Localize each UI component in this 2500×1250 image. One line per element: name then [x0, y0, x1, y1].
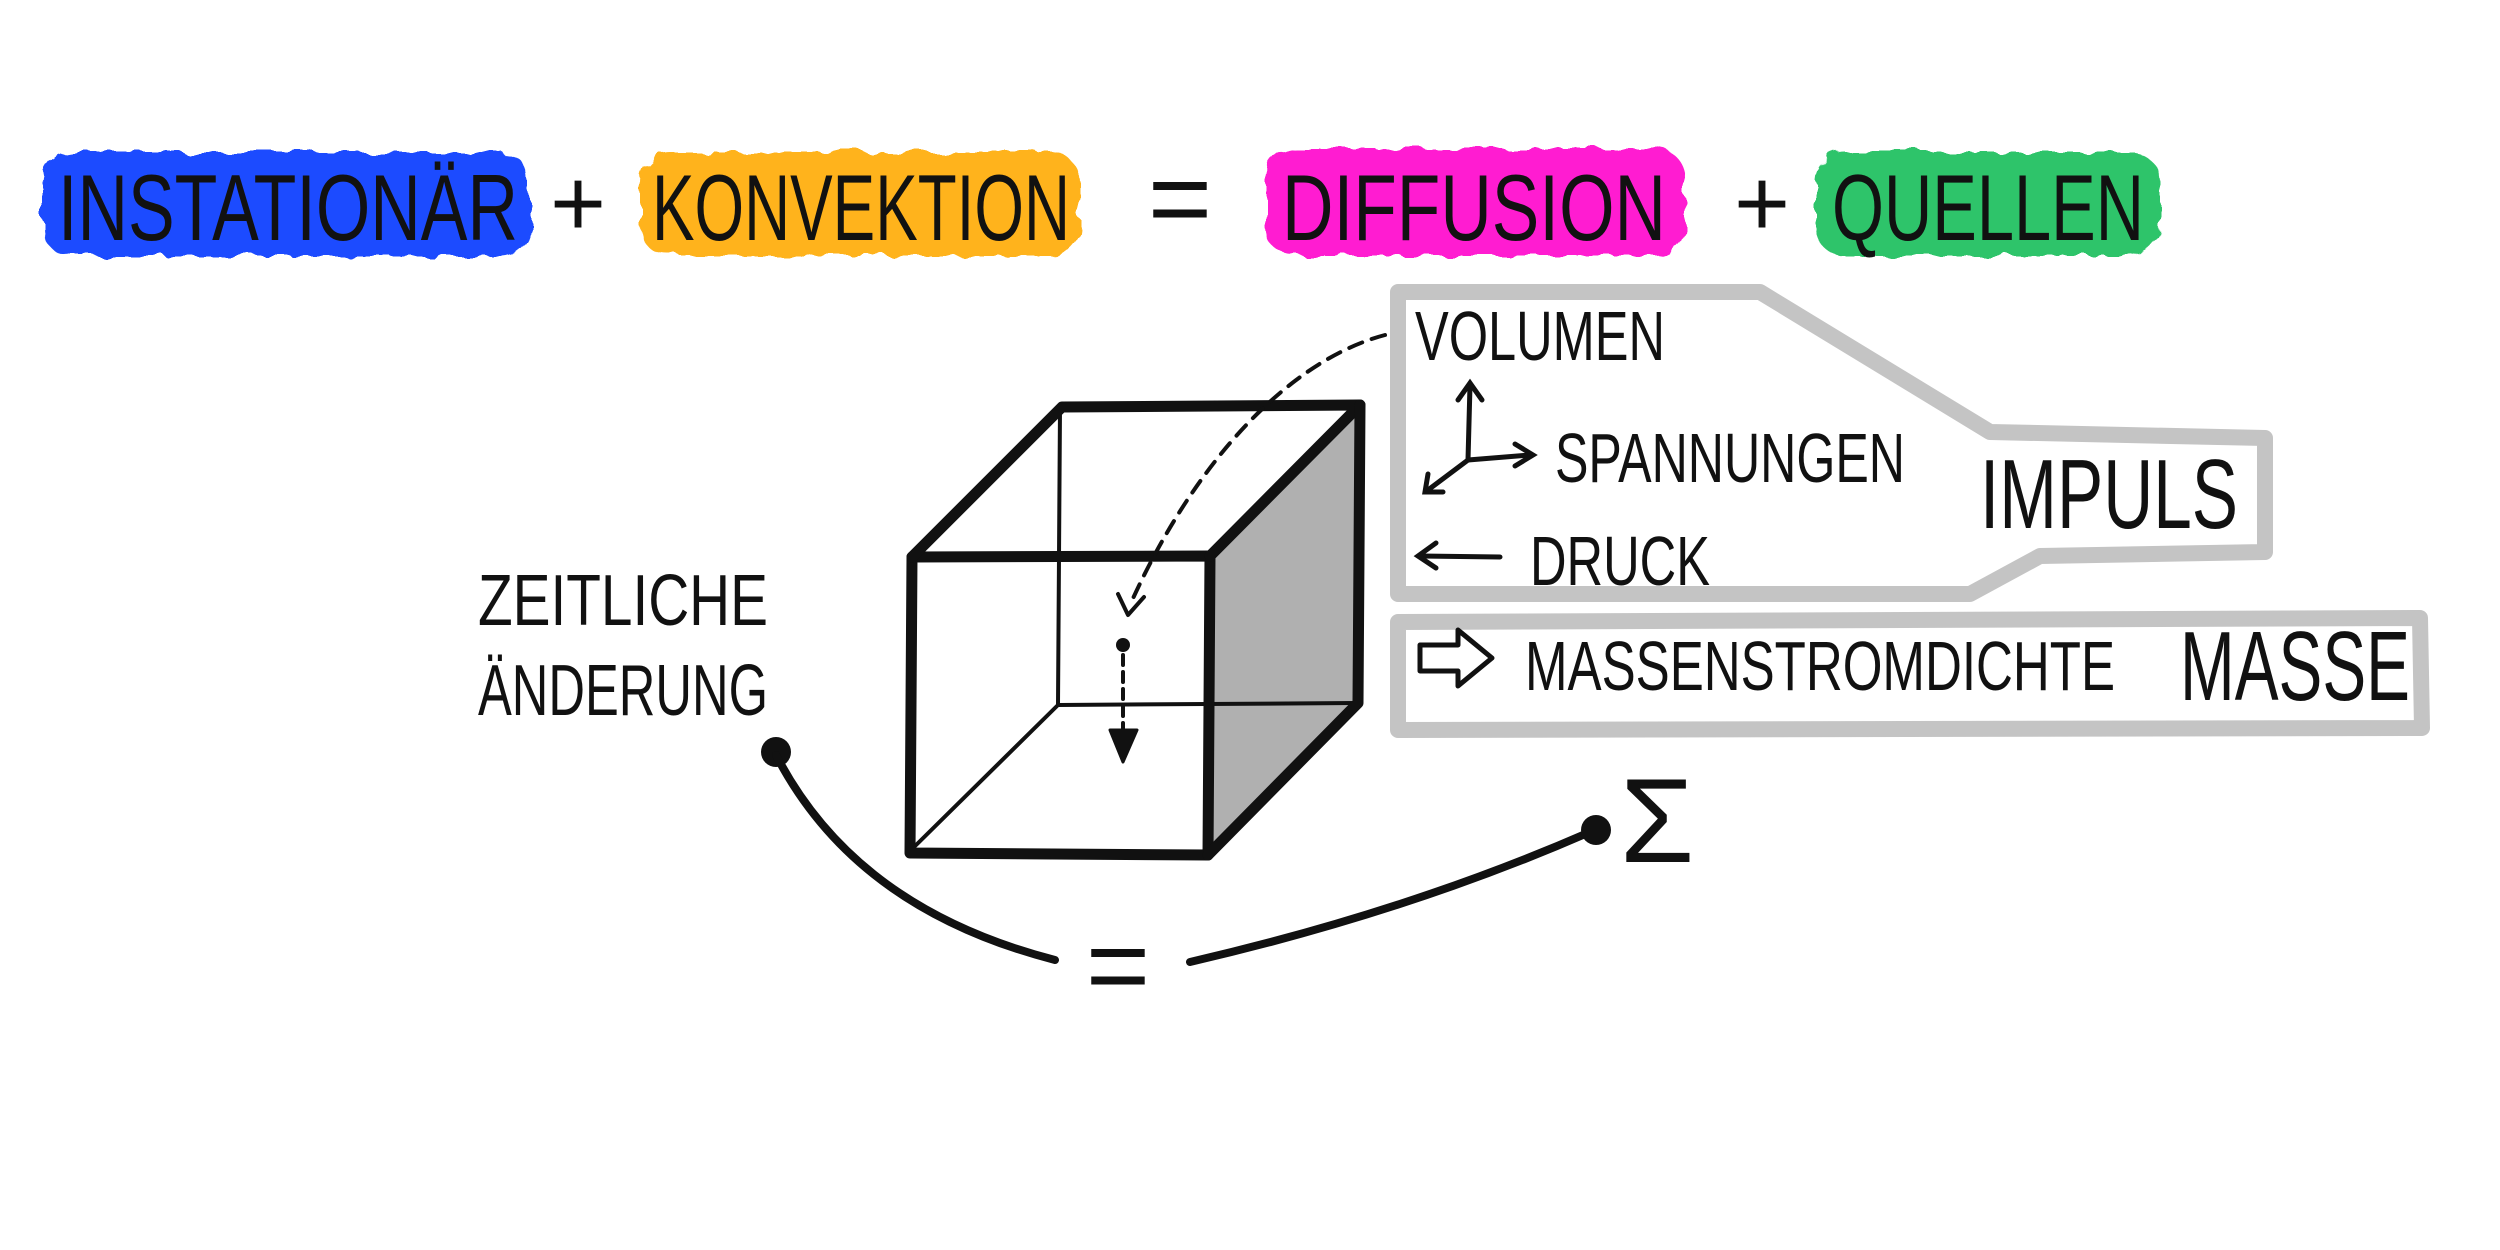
- hollow-arrow-icon: [1417, 627, 1495, 689]
- impulse-box: VOLUMEN SPANNUNGEN DRUCK IMPULS: [1390, 284, 2273, 602]
- term-quellen: QUELLEN: [1832, 155, 2144, 260]
- highlight-quellen: [1815, 152, 2160, 256]
- operator-plus-2: +: [1734, 150, 1790, 257]
- control-volume-cube: [904, 333, 1387, 861]
- operator-equals: =: [1148, 137, 1212, 260]
- term-instationaer: INSTATIONÄR: [58, 155, 518, 260]
- zeitliche-label: ZEITLICHE: [478, 561, 768, 641]
- dashed-curve-arrow: [1128, 333, 1387, 607]
- balance-relation: ZEITLICHE ÄNDERUNG = Σ: [478, 561, 1694, 1027]
- term-konvektion: KONVEKTION: [652, 155, 1070, 260]
- axes-icon: [1422, 378, 1538, 495]
- right-dot: [1581, 815, 1611, 845]
- right-connector: [1186, 828, 1594, 966]
- highlight-diffusion: [1265, 148, 1685, 256]
- impuls-title: IMPULS: [1980, 439, 2238, 549]
- mass-box: MASSENSTROMDICHTE MASSE: [1390, 610, 2430, 738]
- dashed-curve-arrowhead: [1116, 592, 1146, 617]
- balance-equals: =: [1086, 904, 1150, 1027]
- massenstromdichte-label: MASSENSTROMDICHTE: [1525, 627, 2115, 705]
- highlight-konvektion: [640, 152, 1080, 256]
- highlight-instationaer: [42, 152, 530, 256]
- inner-arrowhead: [1108, 728, 1139, 764]
- masse-title: MASSE: [2180, 611, 2410, 721]
- mass-box-outline: [1390, 610, 2430, 738]
- cube-right-face: [1208, 405, 1358, 855]
- spannungen-label: SPANNUNGEN: [1555, 419, 1905, 497]
- equation-row: INSTATIONÄR + KONVEKTION = DIFFUSION + Q…: [42, 137, 2160, 260]
- term-diffusion: DIFFUSION: [1282, 155, 1666, 260]
- left-connector: [772, 751, 1059, 964]
- aenderung-label: ÄNDERUNG: [478, 651, 768, 731]
- inner-point: [1116, 638, 1130, 652]
- volumen-label: VOLUMEN: [1415, 297, 1665, 375]
- arrow-left-icon: [1413, 540, 1503, 571]
- operator-plus-1: +: [550, 150, 606, 257]
- impulse-box-outline: [1390, 284, 2273, 602]
- cube-visible-edges: [904, 399, 1366, 861]
- druck-label: DRUCK: [1530, 522, 1710, 600]
- sum-symbol: Σ: [1620, 754, 1694, 888]
